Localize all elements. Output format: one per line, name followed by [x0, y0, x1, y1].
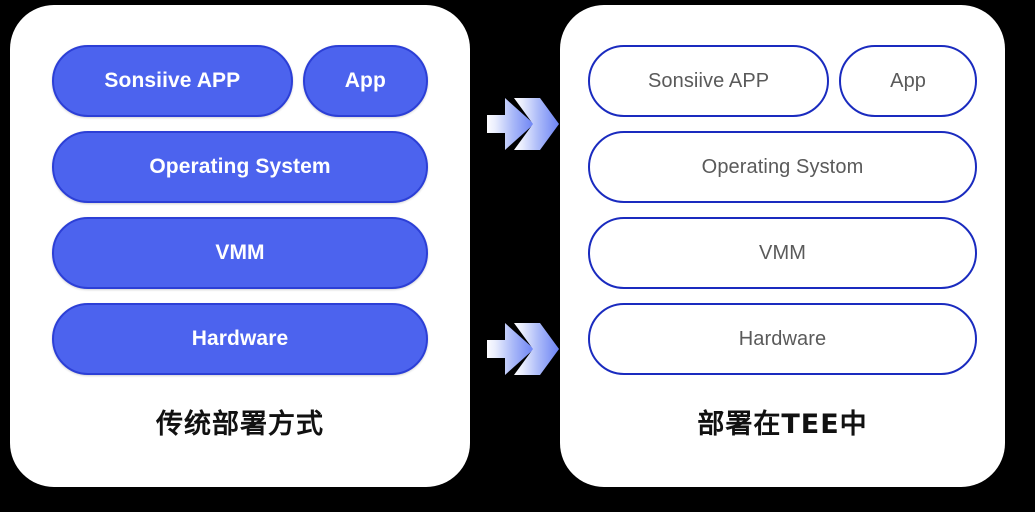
layer-label: VMM: [759, 241, 806, 264]
tee-layer-hardware[interactable]: Hardware: [588, 303, 977, 375]
tee-layer-operating-system[interactable]: Operating Systom: [588, 131, 977, 203]
layer-label: VMM: [215, 241, 265, 264]
layer-label: App: [890, 69, 927, 92]
layer-label: Operating System: [149, 155, 331, 178]
double-chevron-right-icon: [487, 318, 559, 380]
tee-layer-stack: Sonsiive APP App Operating Systom VMM Ha…: [560, 45, 1005, 375]
layer-label: Hardware: [738, 327, 827, 350]
layer-label: Sonsiive APP: [647, 69, 770, 92]
traditional-deployment-caption: 传统部署方式: [156, 409, 324, 440]
traditional-deployment-card: Sonsiive APP App Operating System VMM Ha…: [10, 5, 470, 487]
layer-label: Sonsiive APP: [104, 69, 241, 92]
traditional-layer-stack: Sonsiive APP App Operating System VMM Ha…: [10, 45, 470, 375]
tee-deployment-caption: 部署在TEE中: [697, 409, 868, 440]
traditional-layer-operating-system[interactable]: Operating System: [52, 131, 428, 203]
layer-label: Operating Systom: [701, 155, 864, 178]
tee-deployment-card: Sonsiive APP App Operating Systom VMM Ha…: [560, 5, 1005, 487]
traditional-layer-app[interactable]: App: [302, 45, 428, 117]
tee-app-row: Sonsiive APP App: [588, 45, 977, 117]
traditional-app-row: Sonsiive APP App: [52, 45, 428, 117]
traditional-layer-vmm[interactable]: VMM: [52, 217, 428, 289]
traditional-layer-hardware[interactable]: Hardware: [52, 303, 428, 375]
traditional-layer-sonsiive-app[interactable]: Sonsiive APP: [52, 45, 293, 117]
tee-layer-sonsiive-app[interactable]: Sonsiive APP: [588, 45, 830, 117]
double-chevron-right-icon: [487, 93, 559, 155]
tee-layer-app[interactable]: App: [839, 45, 977, 117]
layer-label: App: [344, 69, 386, 92]
layer-label: Hardware: [191, 327, 289, 350]
tee-layer-vmm[interactable]: VMM: [588, 217, 977, 289]
